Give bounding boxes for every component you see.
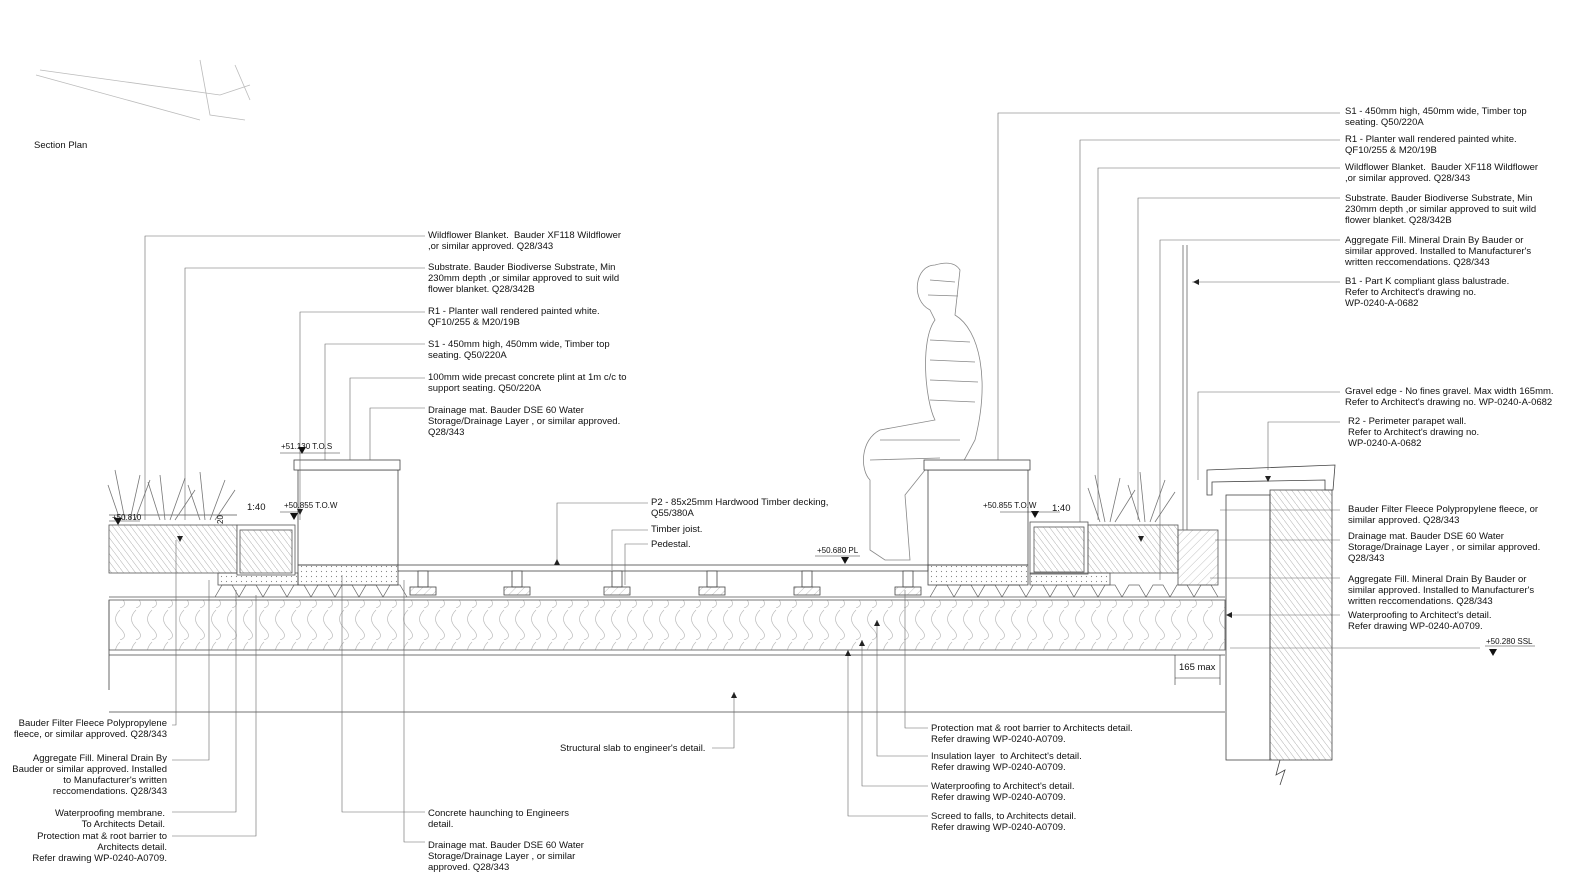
left-planter xyxy=(108,514,299,586)
note-drainage-right: Drainage mat. Bauder DSE 60 Water Storag… xyxy=(1348,531,1541,564)
dimension-165 xyxy=(1174,655,1221,685)
dimension-165-label: 165 max xyxy=(1179,662,1216,673)
note-decking: P2 - 85x25mm Hardwood Timber decking, Q5… xyxy=(651,497,829,519)
note-right-top-1: S1 - 450mm high, 450mm wide, Timber top … xyxy=(1345,106,1527,128)
note-waterproofing-right: Waterproofing to Architect's detail. Ref… xyxy=(1348,610,1492,632)
note-right-top-6: B1 - Part K compliant glass balustrade. … xyxy=(1345,276,1510,309)
note-aggregate-left: Aggregate Fill. Mineral Drain By Bauder … xyxy=(12,753,167,797)
note-concrete-haunching: Concrete haunching to Engineers detail. xyxy=(428,808,570,830)
note-protection-mat-right: Protection mat & root barrier to Archite… xyxy=(931,723,1133,745)
level-pl: +50.680 PL xyxy=(817,546,859,555)
seated-person-figure xyxy=(863,262,983,561)
note-right-top-2: R1 - Planter wall rendered painted white… xyxy=(1345,134,1517,156)
note-left-top-2: Substrate. Bauder Biodiverse Substrate, … xyxy=(428,262,620,295)
note-right-top-4: Substrate. Bauder Biodiverse Substrate, … xyxy=(1345,193,1537,226)
glass-balustrade xyxy=(1182,245,1188,530)
level-tos: +51.130 T.O.S xyxy=(281,442,333,451)
parapet-wall xyxy=(1206,464,1336,786)
right-seating-block xyxy=(923,459,1031,586)
level-lines xyxy=(109,452,1535,647)
slope-right: 1:40 xyxy=(1052,503,1071,514)
note-right-top-5: Aggregate Fill. Mineral Drain By Bauder … xyxy=(1345,235,1532,268)
note-left-top-4: S1 - 450mm high, 450mm wide, Timber top … xyxy=(428,339,610,361)
note-filter-fleece-right: Bauder Filter Fleece Polypropylene fleec… xyxy=(1348,504,1539,526)
right-planting xyxy=(1087,471,1176,523)
note-screed: Screed to falls, to Architects detail. R… xyxy=(931,811,1077,833)
dimension-20: 20 xyxy=(215,515,225,524)
note-left-top-6: Drainage mat. Bauder DSE 60 Water Storag… xyxy=(428,405,621,438)
level-ssl: +50.280 SSL xyxy=(1486,637,1533,646)
note-left-top-1: Wildflower Blanket. Bauder XF118 Wildflo… xyxy=(428,230,622,252)
note-waterproofing-membrane: Waterproofing membrane. To Architects De… xyxy=(54,808,165,830)
section-title: Section Plan xyxy=(34,140,88,151)
note-aggregate-right: Aggregate Fill. Mineral Drain By Bauder … xyxy=(1348,574,1535,607)
right-planter xyxy=(1029,521,1219,586)
note-parapet: R2 - Perimeter parapet wall. Refer to Ar… xyxy=(1348,416,1480,449)
note-structural-slab: Structural slab to engineer's detail. xyxy=(560,743,706,754)
level-left-planter: +50.810 xyxy=(112,513,142,522)
note-left-top-5: 100mm wide precast concrete plint at 1m … xyxy=(428,372,627,394)
note-left-top-3: R1 - Planter wall rendered painted white… xyxy=(428,306,600,328)
note-waterproofing-bottom: Waterproofing to Architect's detail. Ref… xyxy=(931,781,1075,803)
note-filter-fleece-left: Bauder Filter Fleece Polypropylene fleec… xyxy=(13,718,167,740)
note-pedestal: Pedestal. xyxy=(651,539,691,550)
note-gravel-edge: Gravel edge - No fines gravel. Max width… xyxy=(1345,386,1554,408)
note-right-top-3: Wildflower Blanket. Bauder XF118 Wildflo… xyxy=(1345,162,1539,184)
note-insulation: Insulation layer to Architect's detail. … xyxy=(931,751,1082,773)
note-drainage-bottom: Drainage mat. Bauder DSE 60 Water Storag… xyxy=(428,840,584,873)
timber-decking xyxy=(397,564,929,596)
left-planting xyxy=(107,469,236,521)
note-protection-mat-left: Protection mat & root barrier to Archite… xyxy=(32,831,167,864)
insulation-layer xyxy=(108,599,1226,651)
note-timber-joist: Timber joist. xyxy=(651,524,703,535)
arrowheads xyxy=(177,279,1271,698)
slope-left: 1:40 xyxy=(247,502,266,513)
level-markers xyxy=(114,447,1497,656)
leader-lines xyxy=(144,112,1480,843)
key-plan-sketch xyxy=(35,59,251,121)
left-seating-block xyxy=(293,459,401,586)
level-tow-right: +50.855 T.O.W xyxy=(983,501,1037,510)
level-tow-left: +50.855 T.O.W xyxy=(284,501,338,510)
